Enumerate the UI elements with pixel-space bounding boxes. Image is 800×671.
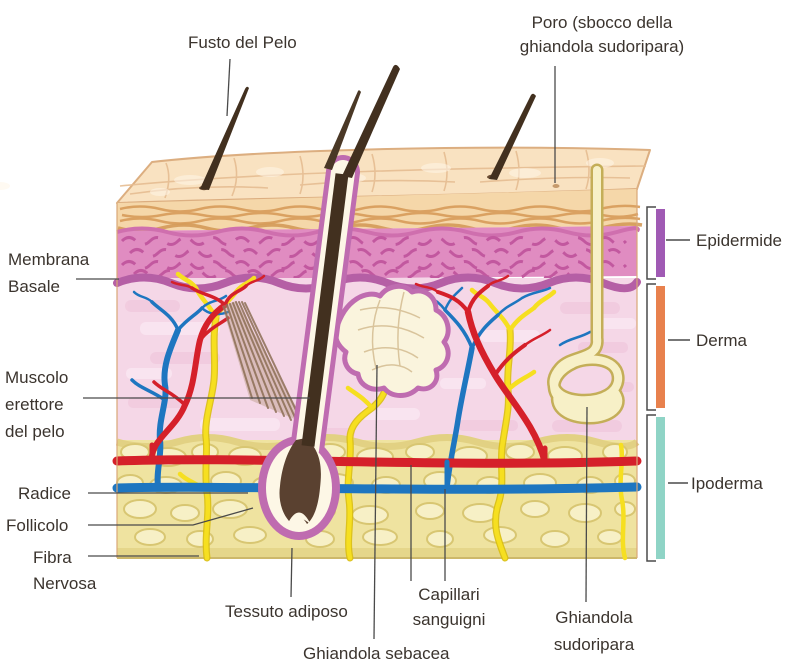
hair-follicle	[258, 155, 360, 540]
artery-horizontal	[112, 455, 642, 468]
label-membrana-basale: Membrana Basale	[8, 250, 90, 296]
label-derma: Derma	[696, 331, 748, 350]
layer-brackets	[646, 206, 690, 562]
label-tessuto-adiposo: Tessuto adiposo	[225, 602, 348, 621]
block-edges	[116, 189, 638, 558]
tessuto-leader	[290, 547, 293, 598]
epidermide-bracket-bar	[656, 209, 665, 277]
label-fibra-nervosa: Fibra Nervosa	[33, 548, 97, 593]
label-fusto-del-pelo: Fusto del Pelo	[188, 33, 297, 52]
derma-bracket-line	[646, 283, 656, 411]
sudoripara-leader	[585, 406, 588, 603]
label-ghiandola-sudoripara: Ghiandola sudoripara	[553, 608, 635, 654]
leader-lines	[76, 58, 588, 640]
ipoderma-bracket-bar	[656, 417, 665, 559]
label-poro: Poro (sbocco della ghiandola sudoripara)	[519, 13, 685, 56]
fusto-leader	[226, 58, 231, 117]
vein-horizontal	[112, 482, 642, 494]
label-epidermide: Epidermide	[696, 231, 782, 250]
ipoderma-bracket-line	[646, 414, 656, 562]
follicolo-leader	[88, 507, 254, 526]
skin-top-surface	[0, 146, 651, 204]
pore-opening	[552, 184, 560, 188]
epidermis-pink-band	[116, 226, 640, 280]
label-ipoderma: Ipoderma	[691, 474, 763, 493]
arrector-pili-muscle	[222, 301, 306, 428]
label-follicolo: Follicolo	[6, 516, 69, 535]
sebacea-leader	[373, 364, 378, 640]
basal-membrane	[113, 273, 641, 293]
sweat-gland	[547, 163, 625, 425]
nerve-fibers	[175, 271, 628, 562]
derma-bracket-bar	[656, 286, 665, 408]
label-capillari-sanguigni: Capillari sanguigni	[412, 585, 486, 629]
sebaceous-gland	[333, 283, 451, 398]
label-radice: Radice	[18, 484, 71, 503]
epidermide-bracket-line	[646, 206, 656, 280]
label-ghiandola-sebacea: Ghiandola sebacea	[303, 644, 450, 663]
hair-bulb	[279, 438, 321, 524]
hairs	[200, 64, 536, 190]
label-muscolo-erettore: Muscolo erettore del pelo	[5, 368, 69, 441]
